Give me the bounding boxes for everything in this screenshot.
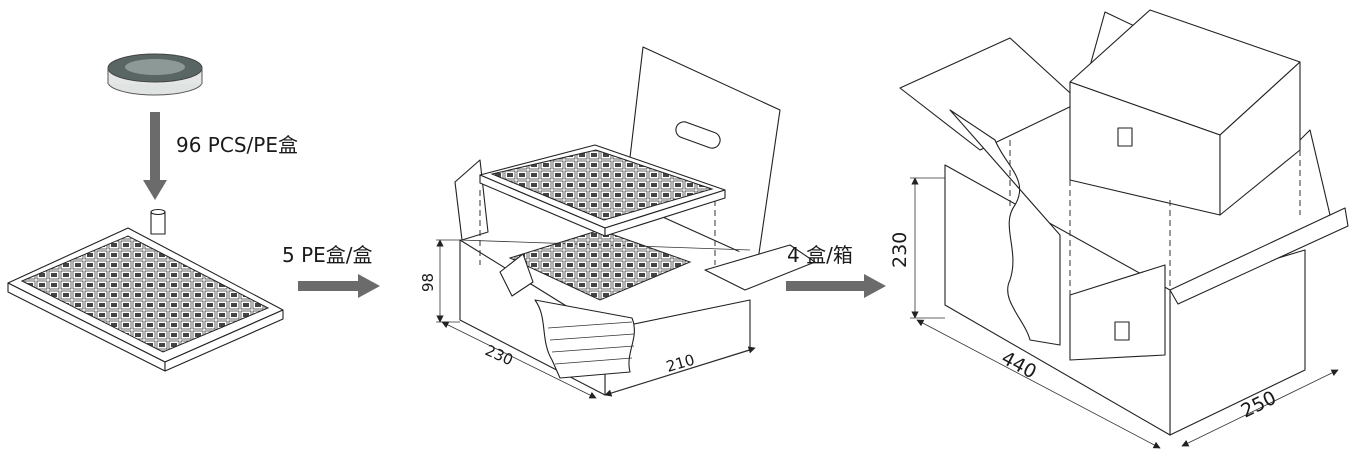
outer-carton-dimensions	[910, 177, 1339, 449]
step2-label: 5 PE盒/盒	[282, 243, 373, 267]
right-arrow-1	[298, 274, 380, 298]
inner-height-label: 98	[419, 273, 437, 292]
down-arrow	[143, 112, 167, 200]
outer-height-label: 230	[889, 232, 911, 268]
outer-carton	[899, 9, 1349, 436]
pe-tray-single	[7, 208, 284, 372]
inner-box-dimensions	[436, 239, 756, 399]
inner-box	[454, 46, 816, 396]
step1-label: 96 PCS/PE盒	[176, 133, 298, 157]
cap-product	[107, 53, 203, 96]
right-arrow-2	[786, 274, 886, 298]
step3-label: 4 盒/箱	[787, 243, 853, 267]
